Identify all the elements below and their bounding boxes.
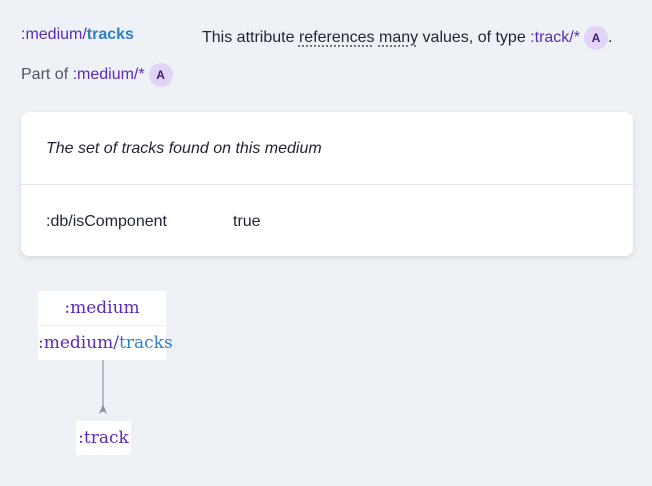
attribute-title: :medium/tracks [21, 26, 134, 44]
edge-arrowhead-icon [99, 404, 107, 414]
references-term[interactable]: references [298, 29, 375, 47]
diagram-attribute-namespace: :medium/ [38, 333, 120, 353]
attribute-card: The set of tracks found on this medium :… [21, 112, 633, 256]
summary-middle: values, of type [418, 29, 531, 47]
part-of-row: Part of :medium/*A [21, 63, 173, 87]
diagram-attribute-node[interactable]: :medium/tracks [38, 326, 173, 360]
part-of-label: Part of [21, 66, 73, 84]
property-value: true [233, 213, 261, 230]
summary-prefix: This attribute [202, 29, 299, 47]
diagram-attribute-name: tracks [119, 333, 173, 353]
type-badge[interactable]: A [583, 26, 608, 50]
card-divider [21, 184, 633, 185]
many-term[interactable]: many [378, 29, 419, 47]
attribute-description: The set of tracks found on this medium [46, 140, 322, 157]
part-of-badge[interactable]: A [148, 63, 173, 87]
type-link[interactable]: :track/* [530, 29, 580, 47]
diagram-entity-node[interactable]: :medium [38, 291, 166, 325]
diagram-target-node[interactable]: :track [76, 421, 131, 455]
reference-edge [99, 360, 107, 414]
property-key: :db/isComponent [46, 213, 167, 230]
attribute-header: :medium/tracks This attribute references… [21, 24, 633, 50]
part-of-entity-link[interactable]: :medium/* [72, 66, 145, 84]
attribute-summary: This attribute references many values, o… [202, 26, 612, 50]
summary-suffix: . [607, 29, 613, 47]
attribute-namespace: :medium/ [21, 26, 87, 43]
attribute-name: tracks [86, 26, 134, 43]
